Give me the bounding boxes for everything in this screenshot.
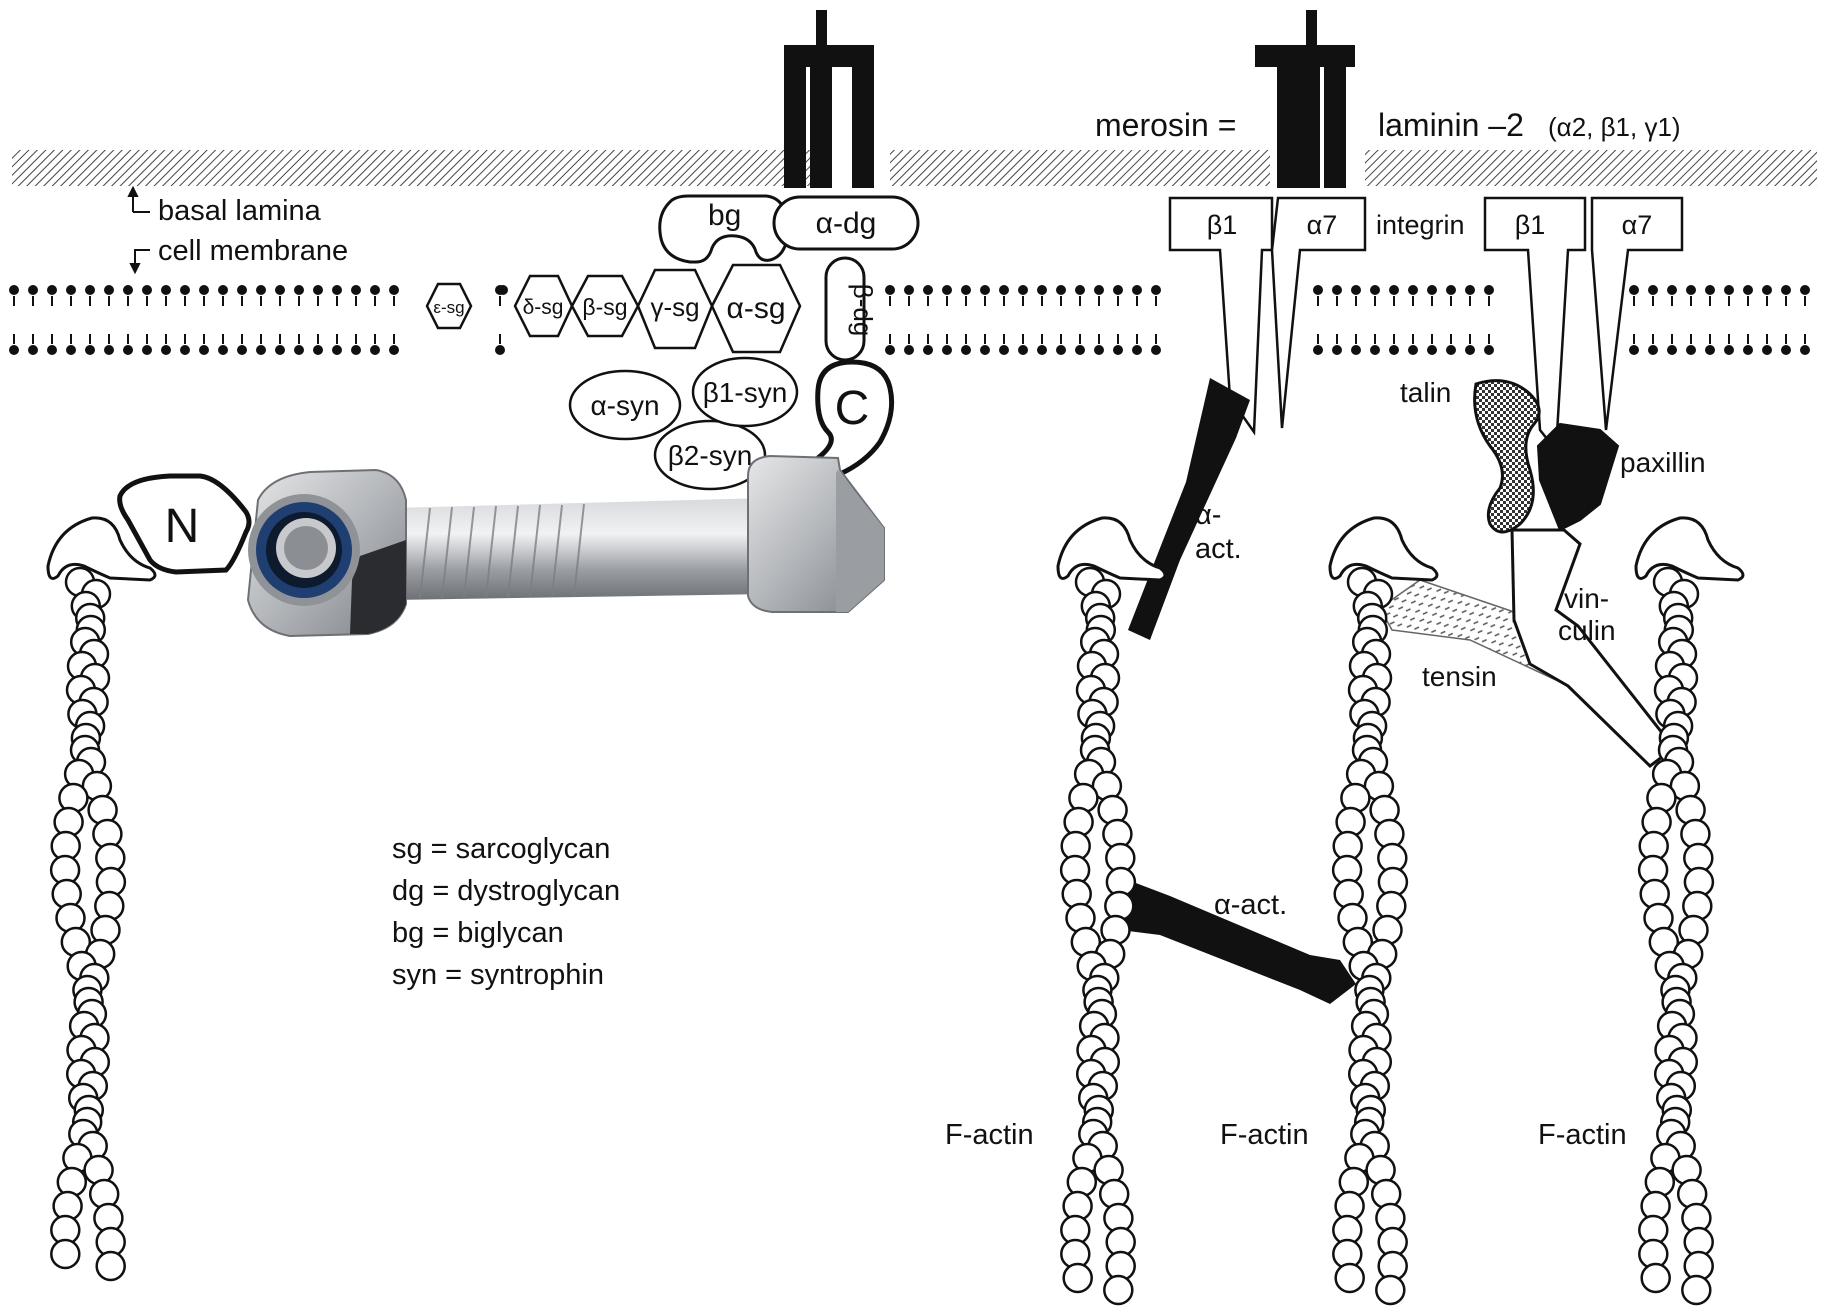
basal-lamina-label: basal lamina (158, 195, 322, 227)
legend-line-syn: syn = syntrophin (392, 959, 604, 991)
paxillin-label: paxillin (1620, 447, 1706, 478)
talin-label: talin (1400, 377, 1451, 408)
f-actin-label-2: F-actin (1220, 1119, 1309, 1151)
vinculin-label-1: vin- (1564, 583, 1609, 614)
beta1-syn-label: β1-syn (703, 377, 788, 408)
talin (1475, 381, 1540, 532)
laminin-left (784, 10, 874, 188)
f-actin-monomer (1682, 1276, 1710, 1304)
beta1-right-label: β1 (1515, 210, 1546, 240)
legend-line-dg: dg = dystroglycan (392, 875, 620, 907)
merosin-label: merosin = (1095, 107, 1236, 143)
f-actin-monomer (1642, 1264, 1670, 1292)
alpha7-right-label: α7 (1622, 210, 1653, 240)
tensin-label: tensin (1422, 661, 1497, 692)
f-actin-monomer (97, 1252, 125, 1280)
cell-membrane-label: cell membrane (158, 235, 348, 267)
epsilon-sg-label: ε-sg (433, 298, 464, 317)
vinculin-label-2: culin (1558, 615, 1616, 646)
f-actin-monomer (1376, 1276, 1404, 1304)
alpha-actinin-top (1128, 378, 1250, 640)
alpha-sg-label: α-sg (726, 292, 785, 325)
gamma-sg-label: γ-sg (650, 292, 699, 322)
delta-sg-label: δ-sg (523, 296, 564, 319)
bolt-image (248, 456, 884, 636)
beta-dg-label: β-dg (848, 284, 878, 337)
alpha-act-cross-label: α-act. (1214, 889, 1287, 921)
legend-line-sg: sg = sarcoglycan (392, 833, 610, 865)
laminin-label: laminin –2 (1378, 107, 1524, 143)
basal-lamina (12, 150, 1817, 186)
f-actin-monomer (51, 1240, 79, 1268)
label-arrows (129, 188, 150, 272)
alpha-syn-label: α-syn (590, 390, 659, 421)
n-terminus-label: N (165, 500, 200, 553)
alpha-act-top-label-2: act. (1195, 533, 1242, 565)
f-actin-monomer (1064, 1264, 1092, 1292)
integrin-label: integrin (1376, 210, 1465, 240)
alpha-act-top-label-1: α- (1195, 499, 1221, 531)
c-terminus-label: C (835, 382, 870, 435)
f-actin-label-3: F-actin (1538, 1119, 1627, 1151)
legend-line-bg: bg = biglycan (392, 917, 564, 949)
beta-sg-label: β-sg (582, 294, 627, 320)
bg-label: bg (708, 199, 741, 232)
paxillin (1538, 424, 1618, 530)
beta1-left-label: β1 (1207, 210, 1238, 240)
f-actin-label-1: F-actin (945, 1119, 1034, 1151)
laminin-chains-label: (α2, β1, γ1) (1548, 112, 1681, 142)
abbreviation-legend: sg = sarcoglycan dg = dystroglycan bg = … (392, 833, 620, 991)
alpha-dg-label: α-dg (816, 207, 877, 240)
alpha7-left-label: α7 (1307, 210, 1338, 240)
f-actin-monomer (1104, 1276, 1132, 1304)
beta2-syn-label: β2-syn (668, 440, 753, 471)
f-actin-monomer (1336, 1264, 1364, 1292)
